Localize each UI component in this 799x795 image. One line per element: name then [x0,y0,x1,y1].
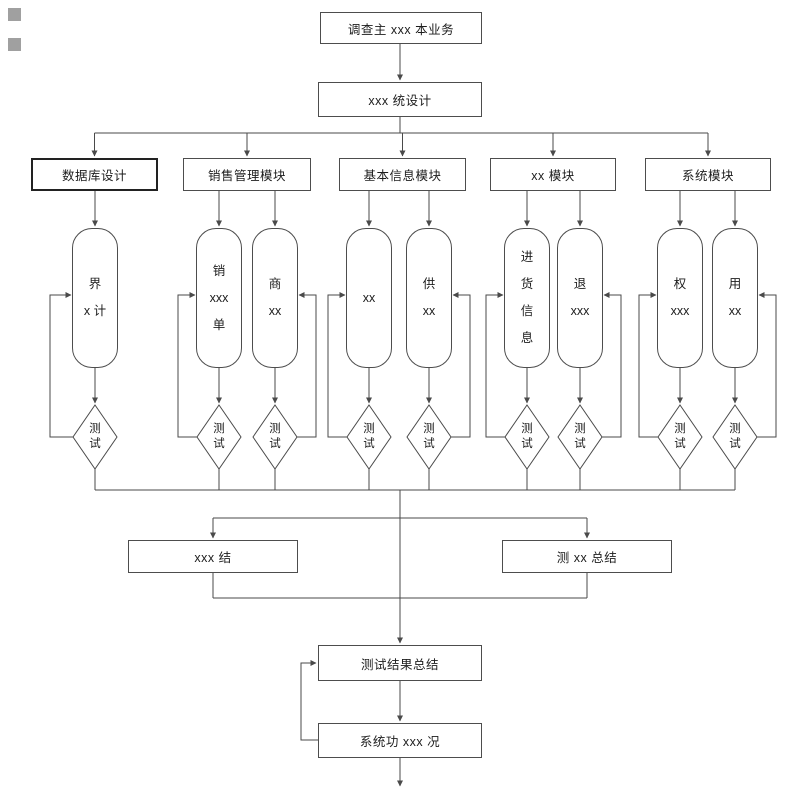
test-diamond-label: 测 试 [89,423,101,450]
module-node-system: 系统模块 [645,158,771,191]
test-diamond-label: 测 试 [363,423,375,450]
test-diamond-label: 测 试 [213,423,225,450]
summary-left-node: xxx 结 [128,540,298,573]
unit-node-sales-order: 销 xxx 单 [196,228,242,368]
start-node: 调查主 xxx 本业务 [320,12,482,44]
design-node: xxx 统设计 [318,82,482,117]
module-node-basic-info: 基本信息模块 [339,158,466,191]
unit-node-merchant: 商 xx [252,228,298,368]
unit-node-permission: 权 xxx [657,228,703,368]
module-node-sales: 销售管理模块 [183,158,311,191]
unit-node-xx: xx [346,228,392,368]
test-diamond-label: 测 试 [729,423,741,450]
summary-right-node: 测 xx 总结 [502,540,672,573]
unit-node-interface: 界 x 计 [72,228,118,368]
unit-node-user: 用 xx [712,228,758,368]
test-diamond-label: 测 试 [269,423,281,450]
unit-node-return: 退 xxx [557,228,603,368]
test-diamond-label: 测 试 [521,423,533,450]
result-node: 测试结果总结 [318,645,482,681]
final-node: 系统功 xxx 况 [318,723,482,758]
module-node-database: 数据库设计 [31,158,158,191]
scan-artifact-square [8,8,21,21]
test-diamond-label: 测 试 [674,423,686,450]
test-diamond-label: 测 试 [574,423,586,450]
unit-node-supplier: 供 xx [406,228,452,368]
module-node-xx: xx 模块 [490,158,616,191]
unit-node-purchase-info: 进 货 信 息 [504,228,550,368]
scan-artifact-square [8,38,21,51]
test-diamond-label: 测 试 [423,423,435,450]
